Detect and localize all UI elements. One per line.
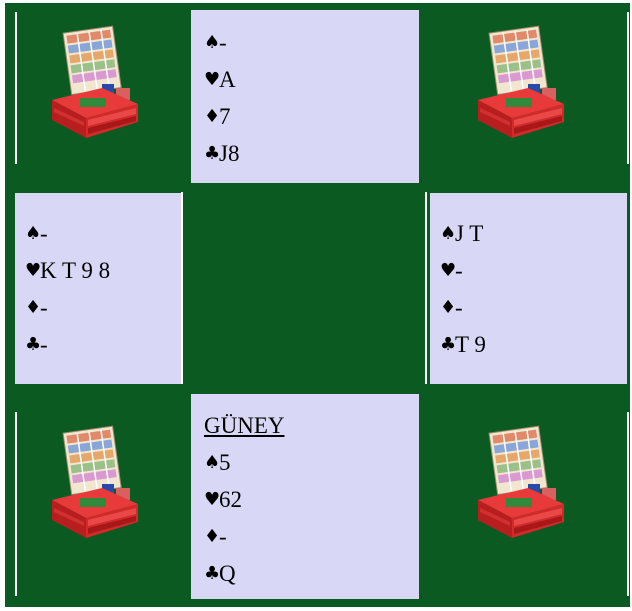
spade-icon: ♠ bbox=[440, 215, 455, 252]
board-holder-icon bbox=[40, 422, 150, 542]
diamond-icon: ♦ bbox=[204, 98, 219, 135]
west-spades: ♠- bbox=[25, 215, 181, 252]
north-spades: ♠- bbox=[204, 24, 419, 61]
south-title: GÜNEY bbox=[204, 407, 419, 444]
south-spades: ♠5 bbox=[204, 444, 419, 481]
club-icon: ♣ bbox=[204, 135, 219, 172]
divider-mid-right bbox=[425, 192, 427, 384]
board-holder-icon bbox=[40, 22, 150, 142]
diamond-icon: ♦ bbox=[25, 289, 40, 326]
club-icon: ♣ bbox=[204, 555, 219, 592]
club-icon: ♣ bbox=[440, 326, 455, 363]
divider-right-top bbox=[627, 12, 629, 164]
spade-icon: ♠ bbox=[204, 24, 219, 61]
east-diamonds: ♦- bbox=[440, 289, 627, 326]
north-clubs: ♣J8 bbox=[204, 135, 419, 172]
heart-icon: ♥ bbox=[204, 61, 219, 98]
heart-icon: ♥ bbox=[25, 252, 40, 289]
diamond-icon: ♦ bbox=[204, 518, 219, 555]
diamond-icon: ♦ bbox=[440, 289, 455, 326]
south-hearts: ♥62 bbox=[204, 481, 419, 518]
spade-icon: ♠ bbox=[204, 444, 219, 481]
south-clubs: ♣Q bbox=[204, 555, 419, 592]
club-icon: ♣ bbox=[25, 326, 40, 363]
west-hearts: ♥K T 9 8 bbox=[25, 252, 181, 289]
east-spades: ♠J T bbox=[440, 215, 627, 252]
north-hand: ♠- ♥A ♦7 ♣J8 bbox=[191, 10, 419, 183]
east-clubs: ♣T 9 bbox=[440, 326, 627, 363]
spade-icon: ♠ bbox=[25, 215, 40, 252]
west-hand: ♠- ♥K T 9 8 ♦- ♣- bbox=[15, 193, 181, 384]
heart-icon: ♥ bbox=[204, 481, 219, 518]
east-hearts: ♥- bbox=[440, 252, 627, 289]
divider-left-bottom bbox=[15, 412, 17, 596]
divider-left-top bbox=[15, 12, 17, 164]
heart-icon: ♥ bbox=[440, 252, 455, 289]
north-diamonds: ♦7 bbox=[204, 98, 419, 135]
divider-right-bottom bbox=[627, 412, 629, 596]
west-clubs: ♣- bbox=[25, 326, 181, 363]
divider-mid-left bbox=[181, 192, 183, 384]
west-diamonds: ♦- bbox=[25, 289, 181, 326]
board-holder-icon bbox=[466, 422, 576, 542]
north-hearts: ♥A bbox=[204, 61, 419, 98]
east-hand: ♠J T ♥- ♦- ♣T 9 bbox=[430, 193, 627, 384]
south-hand: GÜNEY ♠5 ♥62 ♦- ♣Q bbox=[191, 394, 419, 599]
south-diamonds: ♦- bbox=[204, 518, 419, 555]
board-holder-icon bbox=[466, 22, 576, 142]
